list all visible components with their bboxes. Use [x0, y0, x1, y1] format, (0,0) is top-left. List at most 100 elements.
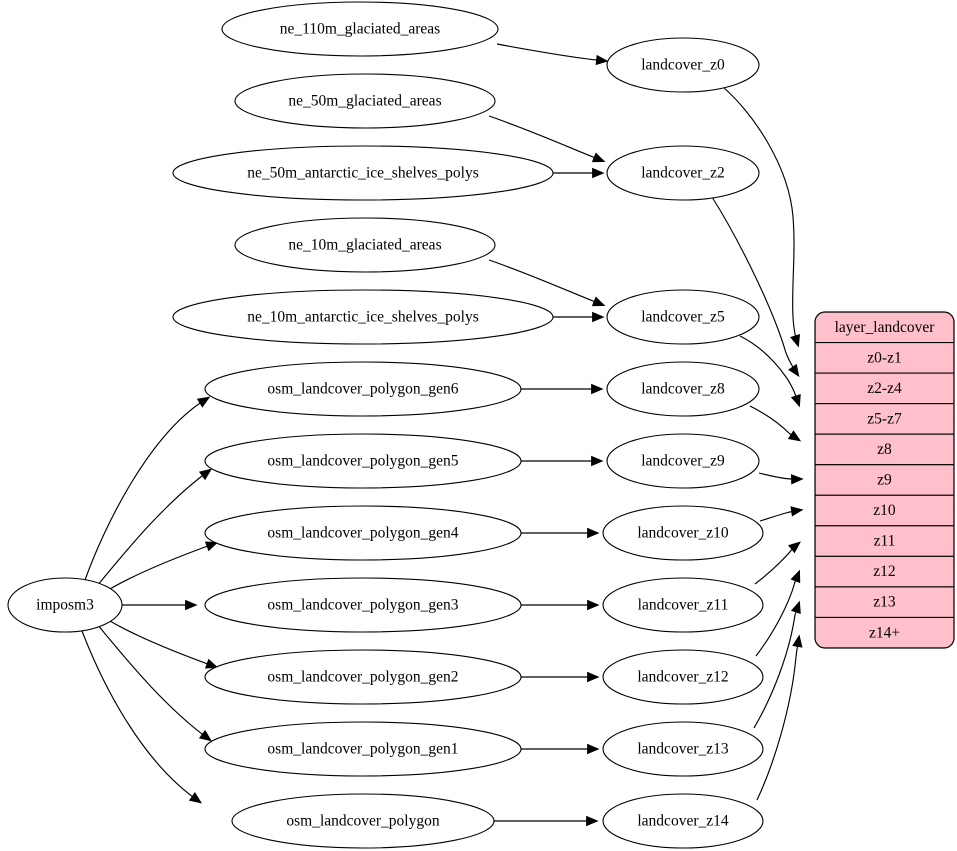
node-ne_110m_glaciated_areas[interactable]: ne_110m_glaciated_areas [221, 1, 499, 57]
table-row[interactable]: z9 [815, 464, 954, 496]
arrow-head-icon [787, 430, 802, 442]
arrow-head-icon [790, 569, 801, 584]
edge-path [81, 630, 201, 803]
edge-osm_landcover_polygon_gen5-to-landcover_z9 [521, 455, 604, 467]
node-shape-ellipse [172, 289, 554, 345]
edge-landcover_z14-to-layer_landcover_row_z14+ [756, 634, 803, 801]
table-row[interactable]: z5-z7 [815, 403, 954, 435]
node-label: osm_landcover_polygon_gen6 [267, 381, 458, 398]
arrow-head-icon [188, 792, 203, 804]
arrow-head-icon [591, 455, 604, 467]
node-label: landcover_z13 [637, 741, 728, 758]
arrow-head-icon [587, 599, 600, 611]
node-label: landcover_z0 [641, 57, 725, 74]
node-shape-ellipse [602, 793, 764, 849]
table-row[interactable]: z8 [815, 433, 954, 466]
table-row-label: z9 [877, 472, 892, 489]
edge-landcover_z11-to-layer_landcover_row_z11 [754, 541, 801, 585]
table-row-label: z10 [873, 502, 896, 519]
node-landcover_z9[interactable]: landcover_z9 [606, 433, 760, 489]
table-row-label: z5-z7 [867, 410, 902, 427]
arrow-head-icon [196, 396, 211, 408]
node-shape-ellipse [7, 577, 123, 633]
node-landcover_z0[interactable]: landcover_z0 [606, 37, 760, 93]
table-row[interactable]: z2-z4 [815, 372, 954, 405]
edge-osm_landcover_polygon_gen2-to-landcover_z12 [521, 671, 600, 683]
arrow-head-icon [595, 54, 609, 66]
edge-path [109, 542, 217, 590]
arrow-head-icon [788, 541, 801, 554]
node-osm_landcover_polygon_gen6[interactable]: osm_landcover_polygon_gen6 [204, 361, 522, 417]
node-label: ne_110m_glaciated_areas [280, 21, 440, 38]
node-shape-ellipse [606, 361, 760, 417]
table-cell-background [815, 555, 954, 588]
edge-landcover_z13-to-layer_landcover_row_z13 [753, 600, 801, 729]
node-label: osm_landcover_polygon_gen4 [267, 525, 458, 542]
edge-path [84, 397, 209, 581]
node-landcover_z11[interactable]: landcover_z11 [602, 577, 764, 633]
node-landcover_z2[interactable]: landcover_z2 [606, 145, 760, 201]
node-osm_landcover_polygon_gen3[interactable]: osm_landcover_polygon_gen3 [204, 577, 522, 633]
node-label: landcover_z9 [641, 453, 725, 470]
edge-ne_10m_glaciated_areas-to-landcover_z5 [488, 259, 606, 307]
edge-osm_landcover_polygon_gen3-to-landcover_z11 [521, 599, 600, 611]
node-landcover_z12[interactable]: landcover_z12 [602, 649, 764, 705]
node-label: landcover_z14 [637, 813, 728, 830]
node-ne_10m_glaciated_areas[interactable]: ne_10m_glaciated_areas [234, 217, 496, 273]
node-label: landcover_z10 [637, 525, 728, 542]
table-header-label: layer_landcover [835, 319, 936, 336]
table-row[interactable]: z12 [815, 555, 954, 588]
edge-landcover_z2-to-layer_landcover_row_z2-z4 [711, 196, 800, 378]
node-ne_10m_antarctic_ice_shelves_polys[interactable]: ne_10m_antarctic_ice_shelves_polys [172, 289, 554, 345]
node-ne_50m_antarctic_ice_shelves_polys[interactable]: ne_50m_antarctic_ice_shelves_polys [172, 145, 554, 201]
node-shape-ellipse [602, 505, 764, 561]
node-label: landcover_z2 [641, 165, 725, 182]
edge-imposm3-to-osm_landcover_polygon_gen5 [96, 468, 213, 587]
table-row[interactable]: z13 [815, 586, 954, 619]
edge-path [96, 623, 211, 741]
node-landcover_z8[interactable]: landcover_z8 [606, 361, 760, 417]
node-shape-ellipse [204, 505, 522, 561]
node-label: osm_landcover_polygon [286, 813, 440, 830]
node-landcover_z10[interactable]: landcover_z10 [602, 505, 764, 561]
node-label: ne_50m_antarctic_ice_shelves_polys [247, 165, 479, 182]
node-label: osm_landcover_polygon_gen2 [267, 669, 458, 686]
arrow-head-icon [591, 152, 606, 163]
table-row-label: z13 [873, 594, 896, 611]
edge-path [496, 43, 607, 62]
table-row[interactable]: z14+ [815, 616, 954, 648]
node-label: ne_10m_antarctic_ice_shelves_polys [247, 309, 479, 326]
edge-osm_landcover_polygon_gen6-to-landcover_z8 [521, 383, 604, 395]
arrow-head-icon [204, 658, 219, 669]
table-row[interactable]: z11 [815, 525, 954, 557]
node-landcover_z14[interactable]: landcover_z14 [602, 793, 764, 849]
node-shape-ellipse [172, 145, 554, 201]
table-row[interactable]: z10 [815, 494, 954, 527]
edge-landcover_z0-to-layer_landcover_row_z0-z1 [722, 86, 801, 348]
table-cell-background [815, 341, 954, 374]
edge-ne_110m_glaciated_areas-to-landcover_z0 [496, 43, 609, 66]
arrow-head-icon [587, 527, 600, 539]
edge-path [753, 602, 800, 729]
arrow-head-icon [592, 167, 605, 179]
node-imposm3[interactable]: imposm3 [7, 577, 123, 633]
node-shape-ellipse [221, 1, 499, 57]
node-label: osm_landcover_polygon_gen5 [267, 453, 458, 470]
table-header-row[interactable]: layer_landcover [815, 312, 954, 344]
edge-ne_10m_antarctic_ice_shelves_polys-to-landcover_z5 [553, 311, 605, 323]
node-osm_landcover_polygon[interactable]: osm_landcover_polygon [231, 793, 495, 849]
edge-ne_50m_antarctic_ice_shelves_polys-to-landcover_z2 [553, 167, 605, 179]
node-landcover_z13[interactable]: landcover_z13 [602, 721, 764, 777]
node-ne_50m_glaciated_areas[interactable]: ne_50m_glaciated_areas [234, 73, 496, 129]
node-osm_landcover_polygon_gen5[interactable]: osm_landcover_polygon_gen5 [204, 433, 522, 489]
edge-imposm3-to-osm_landcover_polygon_gen2 [109, 620, 219, 669]
arrow-head-icon [587, 671, 600, 683]
arrow-head-icon [788, 363, 800, 378]
node-osm_landcover_polygon_gen2[interactable]: osm_landcover_polygon_gen2 [204, 649, 522, 705]
node-osm_landcover_polygon_gen4[interactable]: osm_landcover_polygon_gen4 [204, 505, 522, 561]
table-row[interactable]: z0-z1 [815, 341, 954, 374]
node-osm_landcover_polygon_gen1[interactable]: osm_landcover_polygon_gen1 [204, 721, 522, 777]
table-cell-background [815, 464, 954, 496]
node-landcover_z5[interactable]: landcover_z5 [606, 289, 760, 345]
